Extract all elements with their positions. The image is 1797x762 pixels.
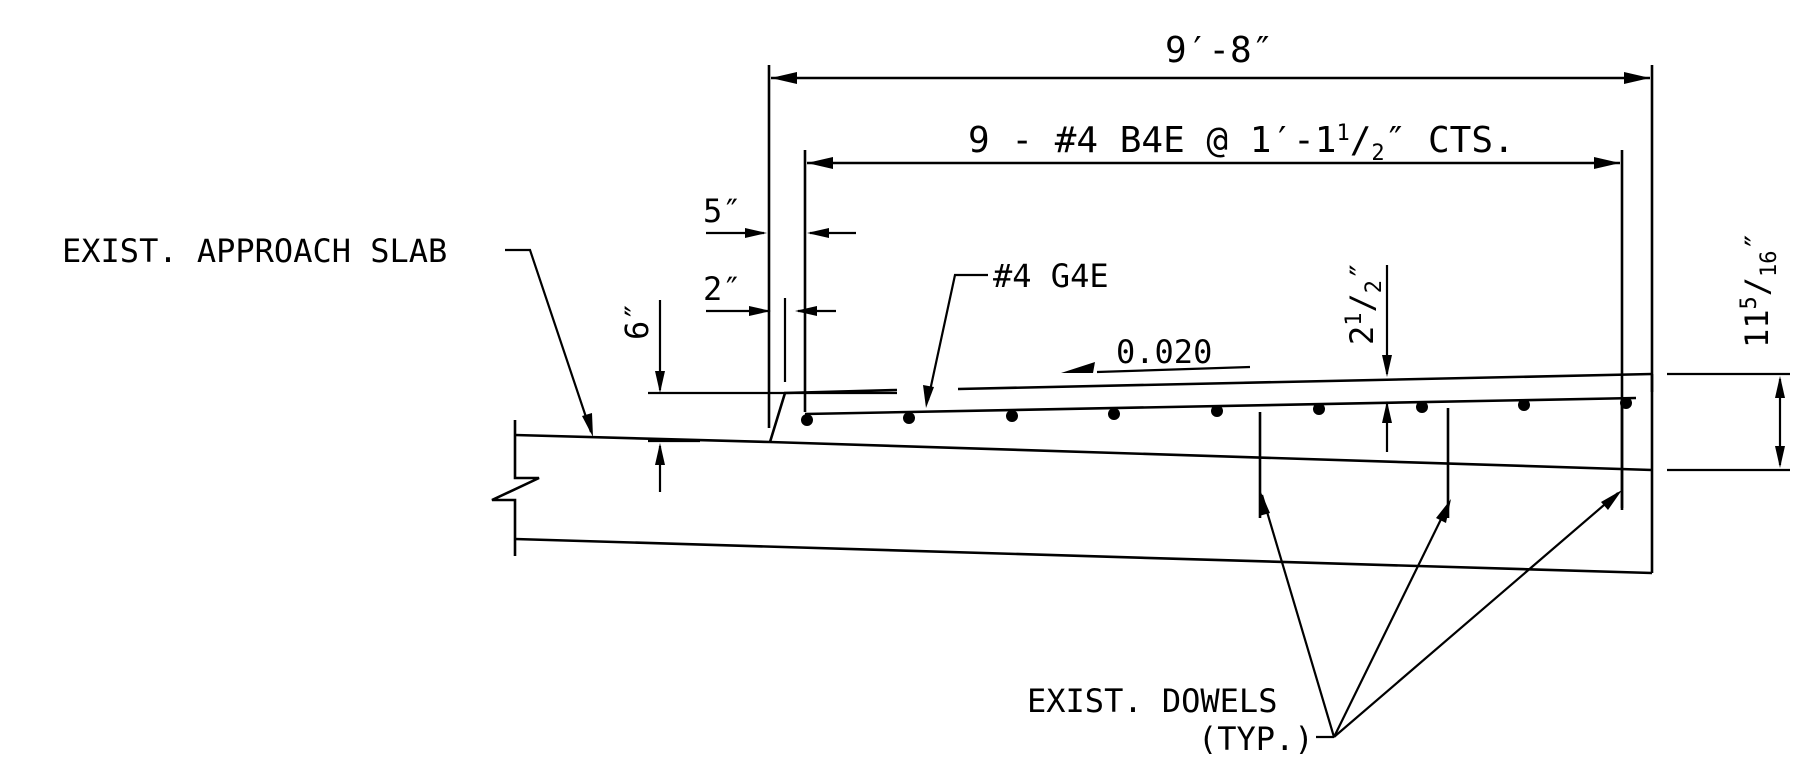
g4e-callout: #4 G4E bbox=[923, 257, 1109, 408]
five-inch-dimension: 5″ bbox=[703, 192, 856, 238]
cover-label: 21/2″ bbox=[1342, 261, 1387, 345]
rebar-dot bbox=[801, 414, 813, 426]
depth-dimension: 115/16″ bbox=[1667, 231, 1790, 472]
slope-callout: 0.020 bbox=[1061, 333, 1251, 374]
existing-slab-outline bbox=[491, 420, 1654, 575]
rebar-dot bbox=[1211, 405, 1223, 417]
g4e-label: #4 G4E bbox=[993, 257, 1109, 295]
bar-spacing-label: 9 - #4 B4E @ 1′-11/2″ CTS. bbox=[968, 120, 1515, 166]
cover-dimension: 21/2″ bbox=[1342, 261, 1392, 452]
rebar-group bbox=[801, 396, 1637, 426]
rebar-dot bbox=[1108, 408, 1120, 420]
depth-label: 115/16″ bbox=[1737, 231, 1782, 348]
approach-slab-label: EXIST. APPROACH SLAB bbox=[62, 232, 447, 270]
new-slab-outline bbox=[768, 372, 1654, 470]
rebar-dot bbox=[1518, 399, 1530, 411]
six-inch-dimension: 6″ bbox=[618, 300, 897, 492]
dowels-callout: EXIST. DOWELS (TYP.) bbox=[1027, 490, 1622, 758]
rebar-dot bbox=[903, 412, 915, 424]
overall-width-label: 9′-8″ bbox=[1165, 30, 1273, 71]
six-inch-label: 6″ bbox=[618, 301, 656, 340]
rebar-dot bbox=[1313, 403, 1325, 415]
two-inch-label: 2″ bbox=[703, 270, 742, 308]
dowels-label: EXIST. DOWELS bbox=[1027, 682, 1277, 720]
five-inch-label: 5″ bbox=[703, 192, 742, 230]
two-inch-dimension: 2″ bbox=[703, 270, 836, 382]
overall-width-dimension: 9′-8″ bbox=[767, 30, 1654, 428]
rebar-dot bbox=[1416, 401, 1428, 413]
rebar-dot bbox=[1006, 410, 1018, 422]
bar-spacing-dimension: 9 - #4 B4E @ 1′-11/2″ CTS. bbox=[803, 120, 1624, 510]
approach-slab-callout: EXIST. APPROACH SLAB bbox=[62, 232, 593, 437]
slope-label: 0.020 bbox=[1116, 333, 1212, 371]
dowel-group bbox=[1258, 404, 1624, 518]
typ-label: (TYP.) bbox=[1198, 720, 1314, 758]
